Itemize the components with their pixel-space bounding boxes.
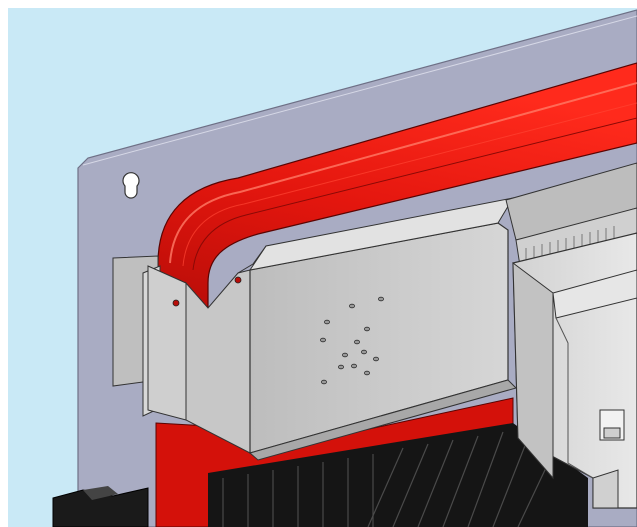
cad-model-render: [52, 9, 637, 527]
connector-module: [505, 162, 637, 509]
keyhole-slot-icon: [122, 172, 140, 199]
sheet-metal-bracket: [112, 197, 517, 461]
cad-viewport: [8, 8, 637, 527]
heatsink-fins: [52, 423, 588, 527]
